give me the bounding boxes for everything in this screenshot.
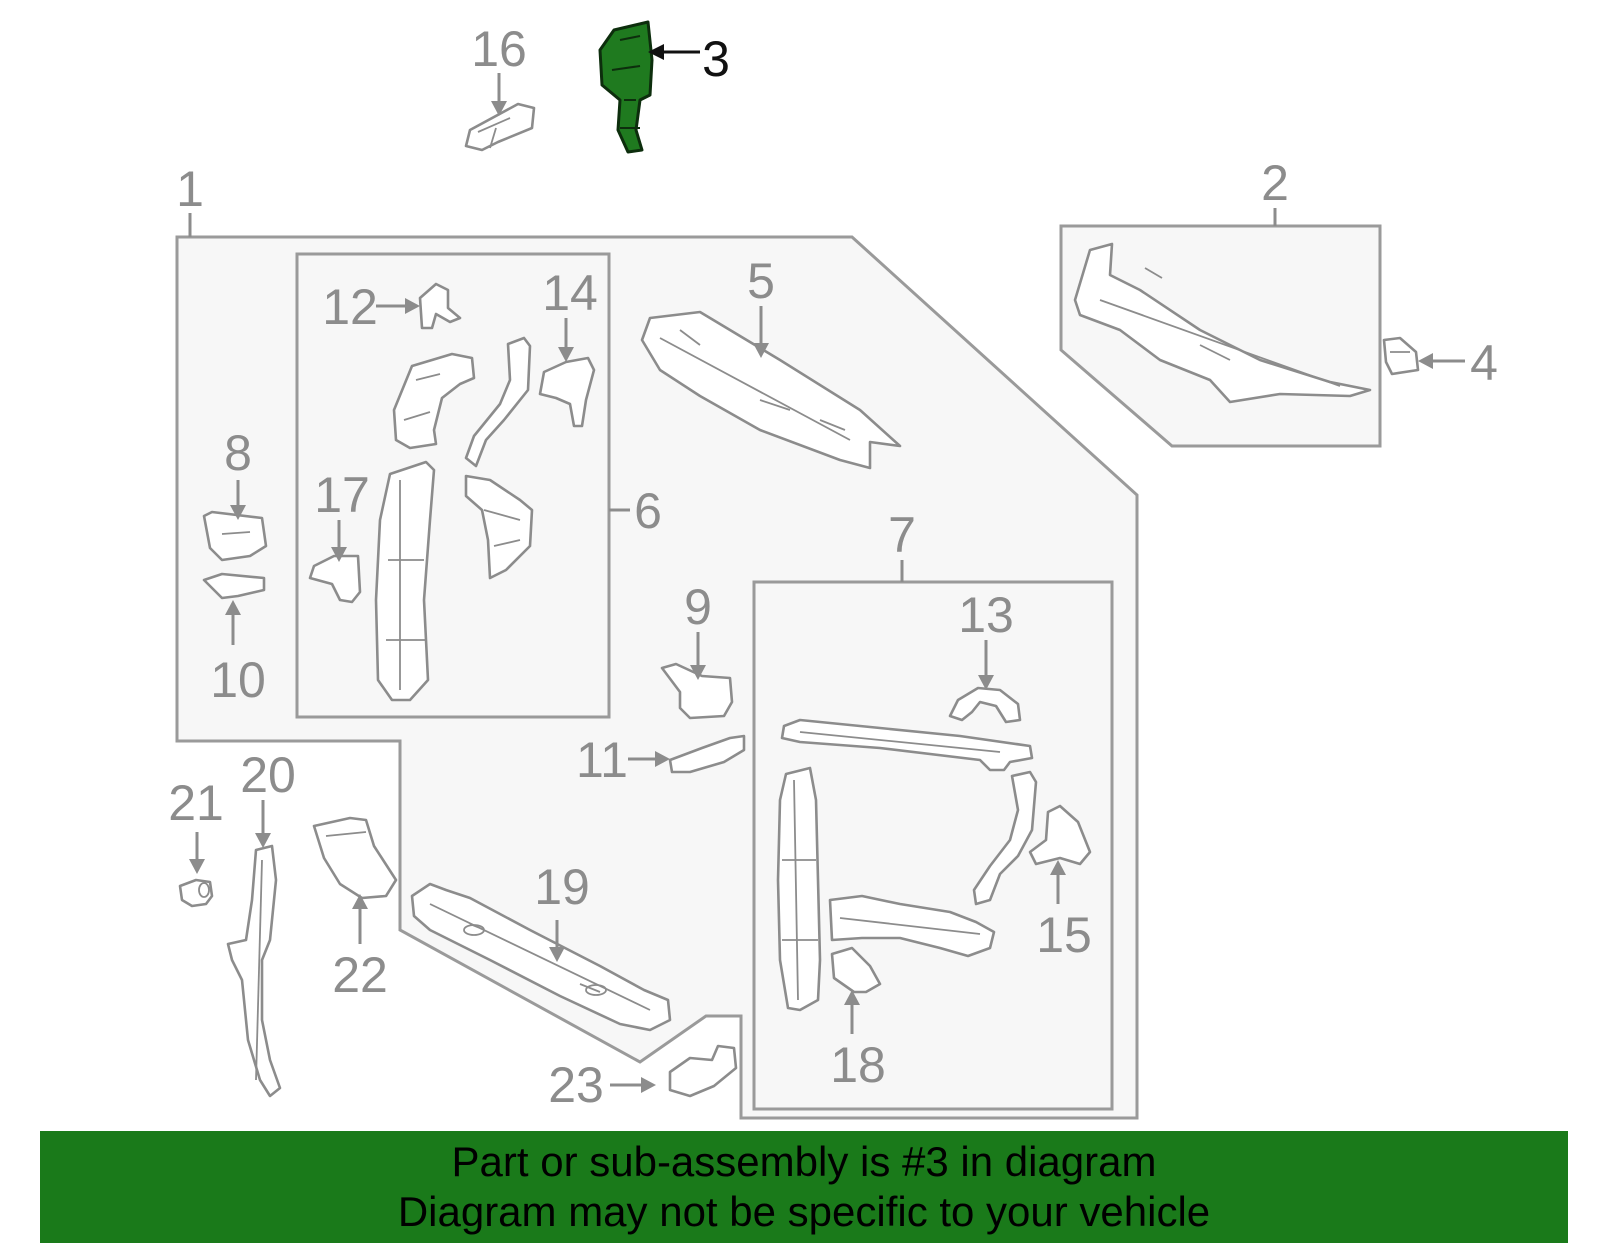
callout-11: 11 bbox=[576, 732, 628, 788]
callout-14: 14 bbox=[542, 265, 598, 321]
callout-21: 21 bbox=[168, 775, 224, 831]
part-10-bracket bbox=[202, 572, 266, 600]
part-16-bracket bbox=[464, 102, 536, 152]
callout-10: 10 bbox=[210, 652, 266, 708]
callout-5: 5 bbox=[747, 253, 775, 309]
part-21-clip bbox=[178, 878, 214, 908]
part-6-side-member bbox=[374, 460, 436, 702]
part-12-bracket bbox=[418, 282, 462, 330]
part-6-diagonal-brace bbox=[464, 336, 532, 468]
part-22-bracket bbox=[312, 816, 398, 900]
part-6-lower-brace bbox=[464, 474, 534, 580]
callout-19: 19 bbox=[534, 859, 590, 915]
callout-15: 15 bbox=[1036, 907, 1092, 963]
part-18-bracket bbox=[830, 946, 882, 994]
callout-23: 23 bbox=[548, 1057, 604, 1113]
part-7-diagonal-brace bbox=[972, 770, 1038, 906]
part-23-bracket bbox=[668, 1044, 738, 1098]
part-2-lock-support bbox=[1073, 242, 1372, 404]
callout-16: 16 bbox=[471, 21, 527, 77]
part-7-upper-crossmember bbox=[780, 718, 1034, 772]
callout-6: 6 bbox=[634, 483, 662, 539]
banner-line-part-info: Part or sub-assembly is #3 in diagram bbox=[451, 1138, 1157, 1185]
callout-8: 8 bbox=[224, 425, 252, 481]
part-4-clip bbox=[1382, 336, 1420, 376]
part-3-highlighted[interactable] bbox=[598, 20, 654, 154]
callout-3[interactable]: 3 bbox=[702, 31, 730, 87]
part-19-lower-crossmember bbox=[410, 882, 672, 1032]
callout-22: 22 bbox=[332, 947, 388, 1003]
info-banner: Part or sub-assembly is #3 in diagram Di… bbox=[40, 1131, 1568, 1243]
callout-18: 18 bbox=[830, 1037, 886, 1093]
callout-13: 13 bbox=[958, 587, 1014, 643]
part-7-lower-member bbox=[828, 894, 996, 958]
arrow-3-head bbox=[648, 44, 664, 60]
callout-12: 12 bbox=[322, 279, 378, 335]
callout-9: 9 bbox=[684, 579, 712, 635]
callout-1: 1 bbox=[176, 161, 204, 217]
callout-20: 20 bbox=[240, 747, 296, 803]
part-7-side-member bbox=[776, 766, 822, 1012]
callout-4: 4 bbox=[1470, 335, 1498, 391]
part-11-bracket bbox=[668, 734, 746, 774]
callout-17: 17 bbox=[314, 467, 370, 523]
part-8-bracket bbox=[202, 510, 268, 562]
part-6-upper-bracket bbox=[392, 352, 476, 450]
banner-line-disclaimer: Diagram may not be specific to your vehi… bbox=[397, 1188, 1211, 1235]
subassembly-6-box bbox=[295, 252, 611, 719]
callout-2: 2 bbox=[1261, 155, 1289, 211]
part-20-seal bbox=[226, 844, 282, 1098]
part-15-bracket bbox=[1028, 804, 1092, 866]
part-14-bracket bbox=[538, 356, 596, 428]
part-9-bracket bbox=[660, 662, 734, 720]
part-13-bracket bbox=[948, 686, 1022, 724]
part-5-upper-support bbox=[640, 310, 902, 470]
callout-7: 7 bbox=[888, 507, 916, 563]
